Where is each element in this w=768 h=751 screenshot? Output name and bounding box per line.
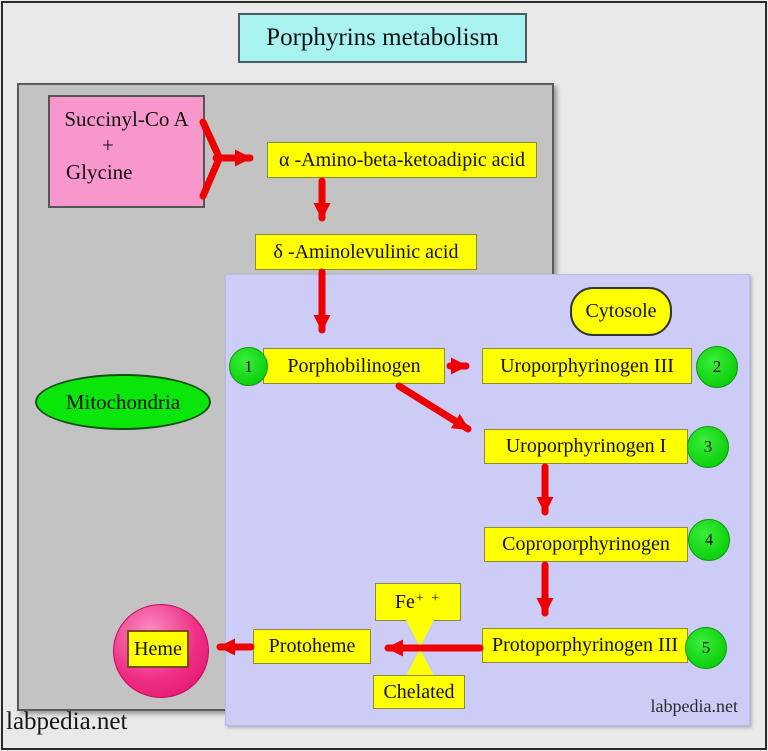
node-label: Protoheme bbox=[268, 635, 356, 657]
mitochondria-label-ellipse: Mitochondria bbox=[35, 374, 211, 430]
node-porphobilinogen: Porphobilinogen bbox=[263, 348, 445, 384]
node-label: Fe+ + bbox=[394, 590, 442, 613]
plus-sign: + bbox=[102, 133, 114, 158]
node-label: Uroporphyrinogen I bbox=[505, 435, 667, 457]
step-badge-4: 4 bbox=[688, 519, 730, 561]
step-number: 5 bbox=[701, 638, 711, 657]
node-uroporphyrinogen-iii: Uroporphyrinogen III bbox=[482, 348, 692, 384]
node-label: Porphobilinogen bbox=[287, 354, 421, 377]
node-label: Uroporphyrinogen III bbox=[500, 354, 674, 377]
node-ferrous-iron: Fe+ + bbox=[375, 583, 461, 621]
step-number: 2 bbox=[712, 357, 722, 376]
step-number: 1 bbox=[244, 356, 253, 376]
node-alpha-amino-beta-ketoadipic-acid: α -Amino-beta-ketoadipic acid bbox=[267, 142, 537, 178]
node-label: Heme bbox=[134, 637, 182, 660]
diagram-title-box: Porphyrins metabolism bbox=[238, 13, 527, 63]
iron-charge-superscript: + + bbox=[415, 590, 442, 606]
substrate-succinyl-coa: Succinyl-Co A bbox=[64, 107, 189, 131]
cytosol-label: Cytosole bbox=[585, 300, 657, 322]
step-badge-3: 3 bbox=[687, 426, 729, 468]
step-badge-1: 1 bbox=[229, 347, 268, 386]
node-label: Protoporphyrinogen III bbox=[491, 634, 679, 656]
watermark-bottom-left: labpedia.net bbox=[6, 708, 128, 735]
node-label: Coproporphyrinogen bbox=[502, 533, 670, 555]
mitochondria-label: Mitochondria bbox=[65, 389, 181, 414]
substrate-glycine: Glycine bbox=[66, 159, 133, 184]
node-uroporphyrinogen-i: Uroporphyrinogen I bbox=[484, 429, 688, 464]
substrates-box: Succinyl-Co A + Glycine bbox=[48, 95, 205, 208]
step-badge-2: 2 bbox=[696, 346, 738, 388]
step-badge-5: 5 bbox=[685, 627, 727, 669]
node-label: δ -Aminolevulinic acid bbox=[273, 240, 459, 263]
node-label: Chelated bbox=[383, 680, 455, 703]
iron-callout-pointer bbox=[406, 620, 434, 647]
node-chelated: Chelated bbox=[373, 675, 465, 709]
node-coproporphyrinogen: Coproporphyrinogen bbox=[484, 527, 688, 562]
node-label: α -Amino-beta-ketoadipic acid bbox=[279, 148, 525, 171]
diagram-title: Porphyrins metabolism bbox=[266, 24, 499, 51]
chelated-callout-pointer bbox=[406, 649, 434, 676]
node-protoheme: Protoheme bbox=[253, 629, 371, 664]
step-number: 3 bbox=[703, 437, 713, 456]
watermark-bottom-right: labpedia.net bbox=[650, 696, 738, 716]
node-delta-aminolevulinic-acid: δ -Aminolevulinic acid bbox=[255, 234, 477, 270]
cytosol-label-ellipse: Cytosole bbox=[570, 287, 672, 336]
node-protoporphyrinogen-iii: Protoporphyrinogen III bbox=[482, 628, 688, 663]
step-number: 4 bbox=[704, 530, 714, 549]
node-heme: Heme bbox=[127, 630, 189, 668]
